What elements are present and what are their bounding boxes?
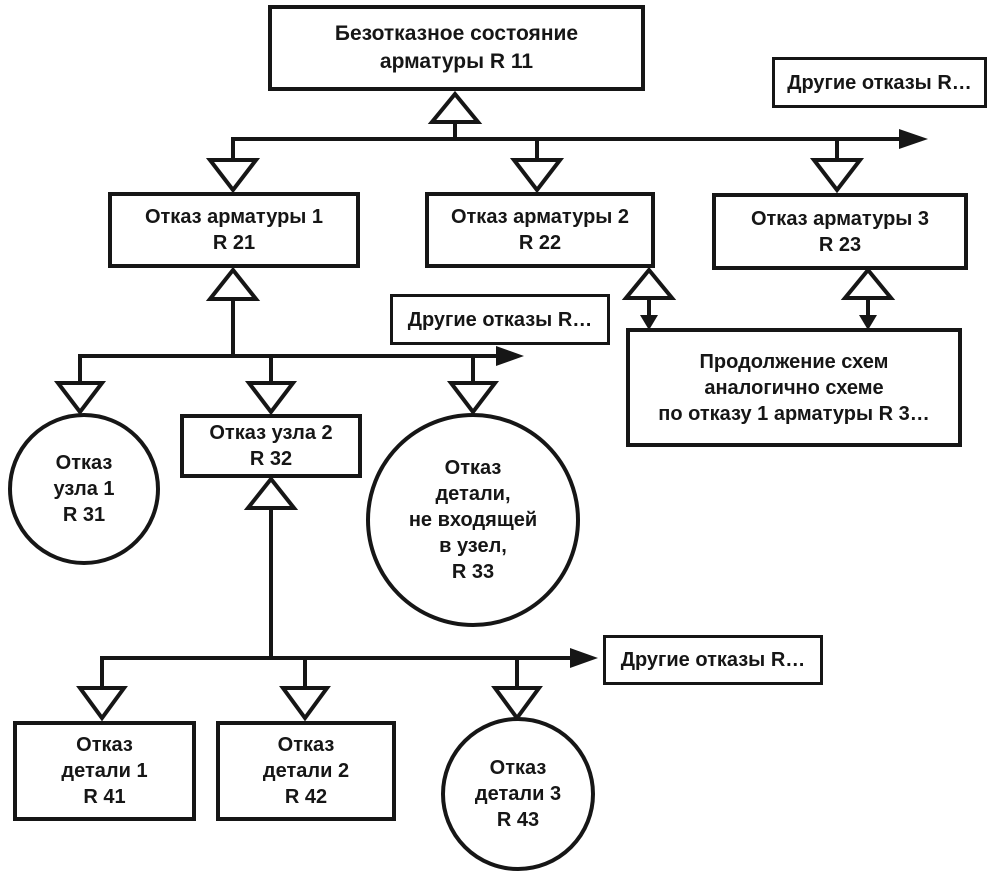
- node-r31: Отказ узла 1 R 31: [8, 413, 160, 565]
- gate-triangle-up-below-r32: [243, 475, 299, 510]
- gate-triangle-down-r21: [205, 158, 261, 194]
- gate-triangle-down-r31: [53, 381, 107, 416]
- gate-triangle-up-below-r21: [205, 266, 261, 301]
- node-r21: Отказ арматуры 1 R 21: [108, 192, 360, 268]
- gate-triangle-up-below-r23: [840, 266, 896, 300]
- gate-triangle-down-r42: [279, 686, 331, 722]
- gate-triangle-down-r22: [509, 158, 565, 194]
- node-r11: Безотказное состояние арматуры R 11: [268, 5, 645, 91]
- gate-triangle-up-below-r22: [621, 266, 677, 300]
- node-r23: Отказ арматуры 3 R 23: [712, 193, 968, 270]
- node-r42: Отказ детали 2 R 42: [216, 721, 396, 821]
- gate-triangle-down-r23: [809, 158, 865, 194]
- gate-triangle-down-r33: [446, 381, 500, 416]
- arrow-down-into-continuation-left: [640, 315, 658, 330]
- node-other-failures-mid: Другие отказы R…: [390, 294, 610, 345]
- arrow-down-into-continuation-right: [859, 315, 877, 330]
- node-r32: Отказ узла 2 R 32: [180, 414, 362, 478]
- arrow-right-bus2: [496, 346, 524, 366]
- arrow-right-bus3: [570, 648, 598, 668]
- gate-triangle-down-r43: [491, 686, 543, 722]
- node-other-failures-bottom: Другие отказы R…: [603, 635, 823, 685]
- gate-triangle-down-r32: [244, 381, 298, 416]
- node-r41: Отказ детали 1 R 41: [13, 721, 196, 821]
- gate-triangle-down-r41: [76, 686, 128, 722]
- node-other-failures-top: Другие отказы R…: [772, 57, 987, 108]
- node-r33: Отказ детали, не входящей в узел, R 33: [366, 413, 580, 627]
- gate-triangle-up-r11: [427, 90, 483, 124]
- node-r43: Отказ детали 3 R 43: [441, 717, 595, 871]
- node-r22: Отказ арматуры 2 R 22: [425, 192, 655, 268]
- arrow-right-bus1: [899, 129, 928, 149]
- node-continuation: Продолжение схем аналогично схеме по отк…: [626, 328, 962, 447]
